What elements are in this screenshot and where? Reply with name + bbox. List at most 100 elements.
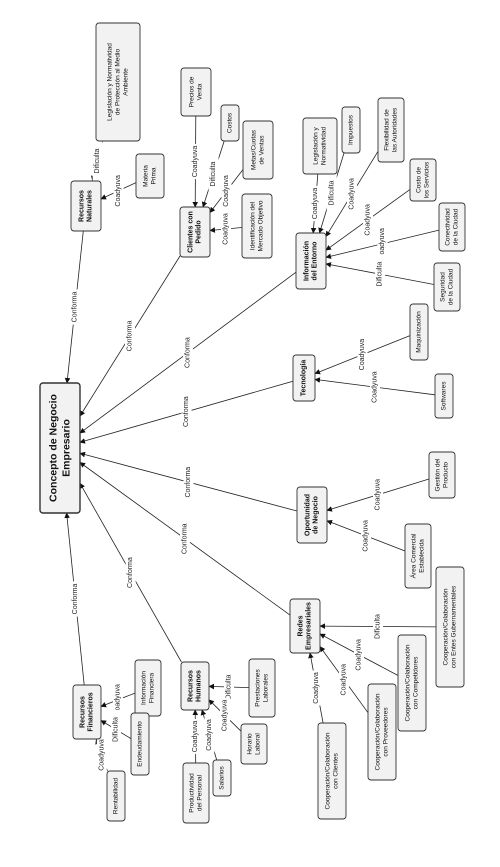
- node-coop-competidores[interactable]: Cooperación/Colaboracióncon Competidores: [397, 634, 427, 732]
- node-text-line: Materia: [143, 165, 150, 187]
- node-text-line: los Servicios: [423, 161, 430, 198]
- node-text-line: Financieros: [88, 692, 95, 731]
- node-text-line: Maquinización: [416, 311, 423, 353]
- node-text-line: Precios de: [189, 76, 196, 107]
- node-endeudamiento[interactable]: Endeudamiento: [130, 712, 150, 776]
- node-text: Costos: [227, 112, 234, 133]
- node-box: [409, 303, 429, 361]
- node-recursos-financieros[interactable]: RecursosFinancieros: [72, 684, 102, 740]
- node-informacion-entorno[interactable]: Informacióndel Entorno: [295, 232, 327, 290]
- node-coop-clientes[interactable]: Cooperación/Colaboracióncon Clientes: [317, 722, 347, 820]
- node-salarios[interactable]: Salarios: [212, 759, 232, 797]
- node-text-line: con Competidores: [412, 656, 419, 709]
- node-recursos-humanos[interactable]: RecursosHumanos: [180, 661, 210, 711]
- node-gestion-producto[interactable]: Gestión delProducto: [428, 451, 456, 499]
- edge-label-background: [224, 667, 234, 707]
- node-costos[interactable]: Costos: [220, 104, 240, 142]
- node-oportunidad[interactable]: Oportunidadde Negocio: [296, 486, 328, 544]
- edge-label-background: [326, 173, 337, 213]
- node-box: [341, 106, 361, 154]
- node-box: [317, 722, 347, 820]
- node-text: RecursosHumanos: [187, 670, 202, 702]
- node-text: Cooperación/Colaboracióncon Competidores: [405, 644, 420, 721]
- node-text-line: Prima: [150, 167, 157, 184]
- node-costo-servicios[interactable]: Costo delos Servicios: [409, 158, 437, 202]
- edge-label-conforma: Conforma: [182, 523, 189, 554]
- node-text-line: Costo de: [416, 167, 423, 193]
- central-concept-node[interactable]: Concepto de NegocioEmpresario: [39, 382, 81, 514]
- edge-label-coadyuva: Coadyuva: [341, 664, 348, 696]
- node-recursos-naturales[interactable]: RecursosNaturales: [70, 180, 102, 232]
- node-text-line: Flexibilidad de: [384, 109, 391, 151]
- node-precios-venta[interactable]: Precios deVenta: [180, 67, 212, 117]
- node-flexibilidad[interactable]: Flexibilidad delas Autoridades: [377, 97, 405, 163]
- node-text: HorarioLaboral: [247, 733, 262, 755]
- node-identificacion-mercado[interactable]: Identificación delMercado Objetivo: [241, 193, 273, 259]
- node-metas-cuotas[interactable]: Metas/Cuotasde Ventas: [242, 120, 274, 180]
- edge-label-background: [125, 318, 135, 354]
- node-legislacion-normatividad[interactable]: Legislación yNormatividad: [302, 117, 338, 175]
- node-softwares[interactable]: Softwares: [434, 373, 454, 419]
- node-informacion-financiera[interactable]: InformaciónFinanciera: [134, 659, 162, 717]
- node-box: [438, 202, 466, 252]
- node-materia-prima[interactable]: MateriaPrima: [135, 153, 165, 199]
- edge-label-coadyuva: Coadyuva: [223, 213, 230, 245]
- node-text: Informacióndel Entorno: [303, 241, 318, 281]
- node-productividad[interactable]: Productividaddel Personal: [182, 762, 210, 824]
- edge-label-coadyuva: Coadyuva: [222, 700, 229, 732]
- node-box: [130, 712, 150, 776]
- edge-label-background: [96, 737, 107, 773]
- node-impuestos[interactable]: Impuestos: [341, 106, 361, 154]
- node-text: Costo delos Servicios: [416, 161, 431, 198]
- node-coop-gubernamentales[interactable]: Cooperación/Colaboracióncon Entes Gubern…: [435, 566, 465, 688]
- node-coop-proveedores[interactable]: Cooperación/Colaboracióncon Proveedores: [367, 683, 397, 781]
- edge-label-coadyuva: Coadyuva: [359, 339, 366, 371]
- node-text: Área ComercialEstablecida: [409, 533, 426, 578]
- node-text: Salarios: [219, 766, 226, 790]
- node-redes[interactable]: RedesEmpresariales: [289, 598, 321, 654]
- node-text-line: Horario: [247, 733, 254, 755]
- node-box: [409, 158, 437, 202]
- node-maquinizacion[interactable]: Maquinización: [409, 303, 429, 361]
- node-text: Softwares: [441, 381, 448, 411]
- node-legislacion-ambiente[interactable]: Legislación y Normatividadde Protección …: [95, 22, 141, 142]
- edge-label-background: [347, 176, 357, 212]
- edge-label-coadyuva: Coadyuva: [115, 175, 122, 207]
- edge-label-dificulta: Dificulta: [226, 674, 233, 699]
- node-box: [242, 120, 274, 180]
- edge-label-background: [220, 697, 230, 734]
- node-text: Endeudamiento: [137, 721, 144, 767]
- edge-label-coadyuva: Coadyuva: [206, 719, 213, 751]
- node-text-line: Concepto de Negocio: [48, 394, 60, 502]
- node-text-line: con Proveedores: [382, 707, 389, 757]
- edge-label-background: [92, 141, 103, 181]
- edge-label-conforma: Conforma: [185, 467, 192, 498]
- node-text-line: Pedido: [196, 220, 203, 243]
- node-prestaciones[interactable]: PrestacionesLaborales: [248, 658, 276, 718]
- node-clientes-pedido[interactable]: Clientes conPedido: [179, 206, 211, 258]
- node-text-line: Redes: [297, 615, 304, 636]
- edge-label-coadyuva: Coadyuva: [115, 684, 122, 716]
- edge-label-background: [180, 521, 190, 557]
- node-text: Clientes conPedido: [187, 211, 202, 253]
- edge-label-background: [125, 555, 136, 591]
- edge-label-conforma: Conforma: [72, 292, 79, 323]
- node-text-line: Normatividad: [320, 126, 327, 165]
- node-horario[interactable]: HorarioLaboral: [240, 723, 268, 765]
- node-text: Seguridadde la Ciudad: [440, 268, 455, 305]
- node-seguridad[interactable]: Seguridadde la Ciudad: [433, 262, 461, 312]
- edge-label-background: [70, 289, 81, 325]
- edge-label-dificulta: Dificulta: [328, 180, 335, 205]
- node-text-line: Área Comercial: [409, 533, 418, 578]
- node-box: [289, 598, 321, 654]
- node-conectividad[interactable]: Conectividadde la Ciudad: [438, 202, 466, 252]
- node-box: [434, 373, 454, 419]
- node-text: Cooperación/Colaboracióncon Proveedores: [375, 693, 390, 770]
- node-tecnologia[interactable]: Tecnología: [292, 354, 316, 402]
- node-text-line: con Entes Gubernamentales: [450, 585, 457, 668]
- node-rentabilidad[interactable]: Rentabilidad: [106, 770, 126, 822]
- node-area-comercial[interactable]: Área ComercialEstablecida: [404, 523, 432, 589]
- node-text-line: Mercado Objetivo: [257, 200, 264, 251]
- edge-label-background: [354, 637, 364, 673]
- node-box: [302, 117, 338, 175]
